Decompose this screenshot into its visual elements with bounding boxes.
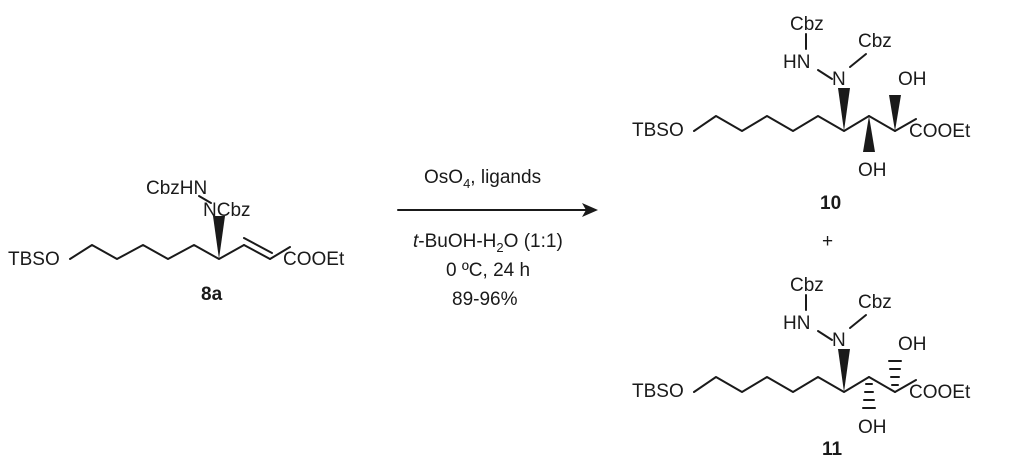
reactant-ncbz-label: NCbz xyxy=(203,200,251,221)
product-10-n-cbz-bond xyxy=(849,53,867,68)
product-10-backbone xyxy=(868,115,896,132)
product-11-n-cbz-bond xyxy=(849,314,867,329)
product-11-oh-lower-label: OH xyxy=(858,417,887,438)
product-11-id: 11 xyxy=(822,439,843,459)
reactant-tbso-label: TBSO xyxy=(8,249,60,270)
product-11-backbone xyxy=(868,376,896,393)
plus-sign: + xyxy=(822,231,833,252)
product-11-chain-bonds xyxy=(693,376,870,393)
reagent-label: OsO4, ligands xyxy=(424,167,541,191)
conditions-label: 0 ºC, 24 h xyxy=(446,260,530,281)
reactant-nn-bond xyxy=(198,195,212,204)
product-10-n-label: N xyxy=(832,69,846,90)
product-11-nn-bond xyxy=(817,330,833,341)
yield-label: 89-96% xyxy=(452,289,518,310)
reactant-alkene-bond-inner xyxy=(243,237,273,254)
product-10-nn-bond xyxy=(817,69,833,80)
product-10-cbz-right-label: Cbz xyxy=(858,31,892,52)
reactant-cooet-label: COOEt xyxy=(283,249,345,270)
product-10-wedge-n xyxy=(838,88,850,131)
product-10-tbso-label: TBSO xyxy=(632,120,684,141)
reactant-id: 8a xyxy=(201,284,223,305)
product-10-wedge-oh-upper xyxy=(889,95,901,131)
product-11-cbz-top-label: Cbz xyxy=(790,275,824,296)
product-10-id: 10 xyxy=(820,193,841,214)
reactant-stereo-wedge xyxy=(213,216,225,259)
reactant-cbzhn-label: CbzHN xyxy=(146,178,207,199)
product-11-hash-oh-upper xyxy=(888,360,902,386)
product-10-oh-lower-label: OH xyxy=(858,160,887,181)
product-11-cooet-label: COOEt xyxy=(909,382,971,403)
product-11-tbso-label: TBSO xyxy=(632,381,684,402)
product-10-oh-upper-label: OH xyxy=(898,69,927,90)
reactant-8a: TBSO COOEt NCbz CbzHN 8a xyxy=(8,178,345,305)
product-11-hn-label: HN xyxy=(783,313,810,334)
reactant-chain-bonds xyxy=(69,244,245,260)
product-10: TBSO COOEt OH OH N Cbz HN Cbz 10 xyxy=(632,14,971,214)
arrow-head xyxy=(582,203,598,217)
product-10-hn-label: HN xyxy=(783,52,810,73)
product-11-ester-bond xyxy=(894,379,917,393)
reactant-ester-bond xyxy=(269,246,291,260)
product-10-cbz-top-label: Cbz xyxy=(790,14,824,35)
solvent-label: t-BuOH-H2O (1:1) xyxy=(413,231,563,255)
product-11-cbz-right-label: Cbz xyxy=(858,292,892,313)
product-11-wedge-n xyxy=(838,349,850,392)
reaction-arrow-group: OsO4, ligands t-BuOH-H2O (1:1) 0 ºC, 24 … xyxy=(397,167,598,310)
product-10-chain-bonds xyxy=(693,115,870,132)
product-11: TBSO COOEt OH OH N Cbz HN Cbz 11 xyxy=(632,275,971,459)
reactant-alkene-bond xyxy=(243,244,271,260)
product-11-n-label: N xyxy=(832,330,846,351)
product-11-oh-upper-label: OH xyxy=(898,334,927,355)
product-10-ester-bond xyxy=(894,118,917,132)
product-10-wedge-oh-lower xyxy=(863,116,875,152)
product-11-hash-oh-lower xyxy=(862,383,876,409)
product-10-cooet-label: COOEt xyxy=(909,121,971,142)
